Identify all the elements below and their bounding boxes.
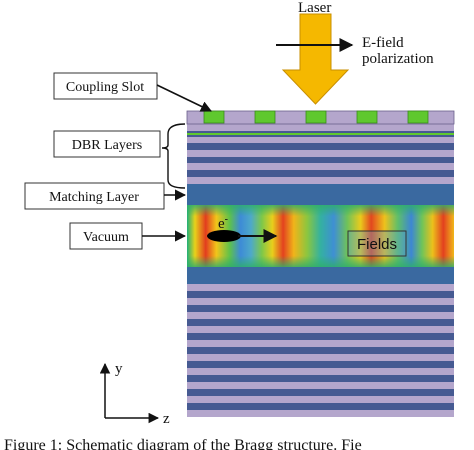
vacuum-label: Vacuum: [83, 230, 129, 245]
vacuum-box: [69, 222, 143, 250]
matching-layer-lower: [187, 267, 454, 284]
efield-label-line2: polarization: [362, 51, 434, 67]
dbr-layer: [187, 150, 454, 157]
coupling-slot: [356, 110, 378, 124]
coupling-slot: [254, 110, 276, 124]
z-axis-label: z: [163, 411, 170, 427]
dbr-layer-lower: [187, 284, 454, 291]
axes-indicator: [99, 362, 160, 424]
coupling-slot-pointer: [156, 84, 213, 112]
figure-caption: Figure 1: Schematic diagram of the Bragg…: [4, 437, 362, 450]
dbr-layer-lower: [187, 298, 454, 305]
dbr-layer-lower: [187, 382, 454, 389]
dbr-layers-box: [53, 130, 161, 158]
dbr-layer-lower: [187, 347, 454, 354]
dbr-bracket: [161, 123, 186, 189]
laser-arrow: [281, 13, 350, 105]
dbr-layer-lower: [187, 333, 454, 340]
dbr-layer-lower: [187, 410, 454, 417]
coupling-slot: [203, 110, 225, 124]
layer-stack: [186, 110, 455, 417]
electron-bunch: [207, 230, 241, 242]
coupling-slot-label: Coupling Slot: [66, 80, 144, 95]
dbr-layer: [187, 163, 454, 170]
dbr-layer-lower: [187, 291, 454, 298]
dbr-green-line: [187, 133, 454, 135]
dbr-layer-lower: [187, 368, 454, 375]
dbr-layer: [187, 143, 454, 150]
coupling-slot: [305, 110, 327, 124]
matching-layer: [187, 184, 454, 205]
dbr-layer: [187, 177, 454, 184]
dbr-layer-lower: [187, 375, 454, 382]
dbr-layer-lower: [187, 396, 454, 403]
dbr-layer-lower: [187, 354, 454, 361]
dbr-layers-label: DBR Layers: [72, 138, 142, 153]
laser-arrow-shape: [281, 13, 350, 105]
dbr-layer: [187, 137, 454, 144]
coupling-slot: [407, 110, 429, 124]
fields-box: [347, 230, 407, 257]
dbr-layer-lower: [187, 305, 454, 312]
dbr-layer: [187, 124, 454, 131]
dbr-layer: [187, 170, 454, 177]
dbr-layer-lower: [187, 361, 454, 368]
coupling-slots: [203, 110, 429, 124]
dbr-layer-lower: [187, 326, 454, 333]
laser-label: Laser: [298, 0, 331, 16]
dbr-layer: [187, 157, 454, 164]
dbr-layer-lower: [187, 389, 454, 396]
matching-layer-label: Matching Layer: [49, 190, 139, 205]
y-axis-label: y: [115, 361, 123, 377]
dbr-layer-lower: [187, 340, 454, 347]
matching-layer-box: [24, 182, 165, 210]
dbr-layer-lower: [187, 312, 454, 319]
dbr-layer-lower: [187, 319, 454, 326]
coupling-slot-box: [53, 72, 158, 100]
efield-label-line1: E-field: [362, 35, 404, 51]
fields-label: Fields: [357, 236, 397, 253]
dbr-layer-lower: [187, 403, 454, 410]
electron-label: e-: [218, 214, 228, 232]
